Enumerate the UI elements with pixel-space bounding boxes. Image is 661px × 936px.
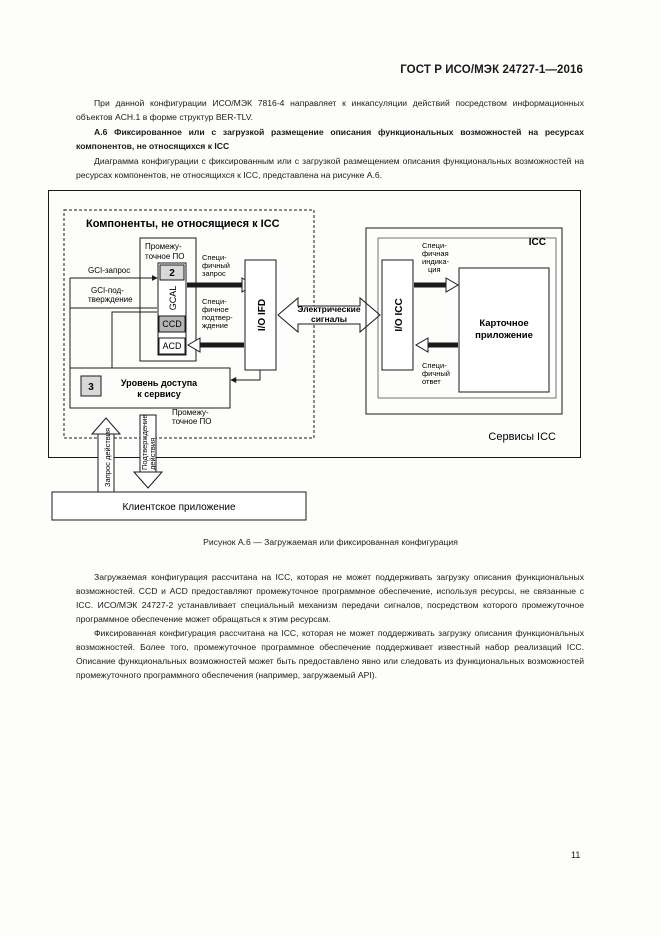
action-confirm-label-2: действия: [148, 438, 157, 470]
paragraph-2: Диаграмма конфигурации с фиксированным и…: [76, 156, 584, 180]
specific-indication-1: Специ-: [422, 241, 447, 250]
client-app-label: Клиентское приложение: [122, 502, 236, 513]
action-request-label: Запрос действия: [103, 428, 112, 487]
configuration-diagram: Компоненты, не относящиеся к ICC Промежу…: [48, 190, 581, 521]
gci-request-label: GCI-запрос: [88, 266, 130, 275]
service-layer-label-1: Уровень доступа: [121, 378, 198, 388]
acd-label: ACD: [162, 341, 182, 351]
ccd-box: [158, 315, 186, 333]
io-ifd-label: I/O IFD: [257, 299, 268, 331]
electrical-label-2: сигналы: [311, 314, 347, 324]
specific-answer-head: [415, 337, 429, 353]
card-app-box: [458, 267, 550, 393]
gcal-label: GCAL: [168, 286, 178, 311]
middleware-bottom-label-1: Промежу-: [172, 408, 209, 417]
paragraph-1: При данной конфигурации ИСО/МЭК 7816-4 н…: [76, 98, 584, 122]
icc-region: [365, 227, 563, 415]
specific-answer-1: Специ-: [422, 361, 447, 370]
non-icc-title: Компоненты, не относящиеся к ICC: [86, 218, 280, 230]
electrical-signals-arrow: [277, 296, 381, 334]
service-layer-box: [69, 367, 231, 409]
non-icc-region: [63, 209, 315, 439]
specific-request-1: Специ-: [202, 253, 227, 262]
io-icc-box: [381, 259, 414, 371]
specific-indication-2: фичная: [422, 249, 449, 258]
io-ifd-box: [244, 259, 277, 371]
middleware-bottom-label-2: точное ПО: [172, 417, 212, 426]
num-3-box: [80, 375, 102, 397]
specific-confirm-2: фичное: [202, 305, 229, 314]
action-confirm-head: [132, 471, 164, 489]
ccd-label: CCD: [162, 319, 182, 329]
specific-answer-2: фичный: [422, 369, 450, 378]
specific-confirm-1: Специ-: [202, 297, 227, 306]
specific-request-2: фичный: [202, 261, 230, 270]
paragraph-4: Фиксированная конфигурация рассчитана на…: [76, 628, 584, 680]
standard-header: ГОСТ Р ИСО/МЭК 24727-1—2016: [400, 64, 583, 76]
num-3: 3: [88, 382, 94, 393]
service-layer-label-2: к сервису: [137, 389, 181, 399]
middleware-top-label-2: точное ПО: [145, 252, 185, 261]
card-app-label-2: приложение: [475, 330, 533, 341]
io-icc-label: I/O ICC: [394, 298, 405, 331]
action-confirm-label-1: Подтверждение: [140, 414, 149, 470]
action-request-head: [90, 417, 122, 435]
num-2-box: [159, 264, 185, 281]
client-app-box: [51, 491, 307, 521]
section-a6-title: А.6 Фиксированное или с загрузкой размещ…: [76, 127, 584, 151]
acd-box: [158, 337, 186, 355]
icc-label: ICC: [529, 237, 546, 248]
figure-frame: [48, 190, 581, 458]
gci-confirm-label-2: тверждение: [88, 295, 133, 304]
num-2: 2: [169, 268, 175, 279]
ifd-to-layer: [230, 370, 261, 383]
specific-confirm-head: [187, 337, 201, 353]
electrical-label-1: Электрические: [297, 304, 360, 314]
card-app-label-1: Карточное: [479, 318, 528, 329]
specific-answer-3: ответ: [422, 377, 441, 386]
gci-confirm-label-1: GCI-под-: [91, 286, 124, 295]
specific-indication-head: [445, 277, 459, 293]
middleware-to-layer: [111, 311, 157, 368]
figure-caption: Рисунок А.6 — Загружаемая или фиксирован…: [203, 537, 458, 547]
specific-confirm-4: ждение: [202, 321, 228, 330]
page-number: 11: [571, 850, 581, 860]
icc-inner-frame: [377, 237, 557, 399]
paragraph-3: Загружаемая конфигурация рассчитана на I…: [76, 572, 584, 624]
specific-indication-4: ция: [428, 265, 441, 274]
specific-confirm-3: подтвер-: [202, 313, 233, 322]
specific-indication-3: индика-: [422, 257, 450, 266]
middleware-top-label-1: Промежу-: [145, 242, 182, 251]
specific-request-3: запрос: [202, 269, 226, 278]
icc-services-label: Сервисы ICC: [488, 431, 556, 443]
middleware-box: [139, 237, 197, 362]
